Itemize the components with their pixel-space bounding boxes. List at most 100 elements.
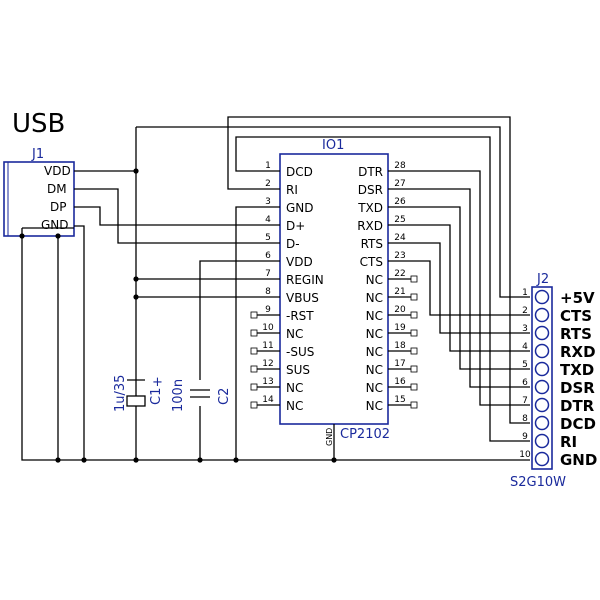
j2-part: S2G10W bbox=[510, 475, 566, 490]
j2-signal-label: RI bbox=[560, 433, 577, 451]
chip-pin-name: D+ bbox=[286, 219, 305, 233]
j2-pin-circle bbox=[534, 361, 550, 377]
j2-pin-number: 6 bbox=[522, 378, 528, 388]
chip-pin-number: 22 bbox=[394, 269, 405, 279]
nc-marker bbox=[410, 329, 418, 337]
chip-pin-name: DTR bbox=[358, 165, 383, 179]
chip-pin-number: 2 bbox=[265, 179, 271, 189]
chip-pin-name: NC bbox=[286, 327, 303, 341]
chip-pin-number: 1 bbox=[265, 161, 271, 171]
chip-pin-number: 17 bbox=[394, 359, 405, 369]
j2-signal-label: +5V bbox=[560, 289, 595, 307]
j2-pin-circle bbox=[534, 343, 550, 359]
chip-pin-name: RXD bbox=[357, 219, 383, 233]
j2-pin-number: 5 bbox=[522, 360, 528, 370]
j2-ref: J2 bbox=[536, 272, 549, 287]
chip-pin-number: 11 bbox=[262, 341, 273, 351]
chip-pin-number: 8 bbox=[265, 287, 271, 297]
j1-pin-dm: DM bbox=[47, 182, 67, 196]
wire-j1-gnd-drop bbox=[74, 225, 85, 460]
capacitor-c1: 1u/35 C1 + bbox=[113, 375, 164, 412]
wire-dm bbox=[74, 188, 280, 244]
j2-pin-number: 9 bbox=[522, 432, 528, 442]
capacitor-c2: 100n C2 bbox=[171, 379, 232, 412]
j2-pin-circle bbox=[534, 379, 550, 395]
chip-pin-name: REGIN bbox=[286, 273, 324, 287]
chip-pin-name: NC bbox=[366, 309, 383, 323]
chip-pin-name: NC bbox=[366, 363, 383, 377]
j2-pin-circle bbox=[534, 397, 550, 413]
j1-body bbox=[3, 161, 75, 237]
nc-marker bbox=[250, 347, 258, 355]
junction-dot bbox=[133, 294, 139, 300]
chip-pin-name: VBUS bbox=[286, 291, 319, 305]
wire-dp bbox=[74, 206, 280, 226]
junction-dot bbox=[133, 168, 139, 174]
junction-dot bbox=[133, 276, 139, 282]
j2-pin-circle bbox=[534, 289, 550, 305]
chip-pin-number: 18 bbox=[394, 341, 406, 351]
nc-marker bbox=[250, 383, 258, 391]
j2-signal-label: CTS bbox=[560, 307, 592, 325]
chip-pin-name: NC bbox=[366, 273, 383, 287]
nc-marker bbox=[250, 401, 258, 409]
chip-pin-name: D- bbox=[286, 237, 300, 251]
chip-pin-name: CTS bbox=[360, 255, 383, 269]
j2-pin-number: 3 bbox=[522, 324, 528, 334]
chip-pin-number: 9 bbox=[265, 305, 271, 315]
chip-pin-number: 16 bbox=[394, 377, 406, 387]
chip-pin-name: -SUS bbox=[286, 345, 314, 359]
chip-pin-name: RI bbox=[286, 183, 298, 197]
j2-signal-label: GND bbox=[560, 451, 597, 469]
j1-pin-gnd: GND bbox=[41, 218, 69, 232]
wires bbox=[21, 116, 530, 461]
nc-marker bbox=[410, 401, 418, 409]
chip-pin-number: 7 bbox=[265, 269, 271, 279]
chip-body bbox=[279, 153, 389, 425]
c2-value: 100n bbox=[171, 379, 186, 412]
chip-pin-name: DSR bbox=[358, 183, 383, 197]
wire-ri bbox=[227, 116, 530, 424]
chip-pin-name: NC bbox=[286, 399, 303, 413]
j2-pin-number: 1 bbox=[522, 288, 528, 298]
j2-pin-circle bbox=[534, 307, 550, 323]
j2-pin-circle bbox=[534, 433, 550, 449]
junction-dot bbox=[133, 457, 139, 463]
chip-pin-number: 15 bbox=[394, 395, 405, 405]
usb-connector-j1: J1 VDD DM DP GND bbox=[3, 147, 75, 237]
chip-pin-name: GND bbox=[286, 201, 314, 215]
chip-pin-number: 21 bbox=[394, 287, 405, 297]
c1-plate-bottom bbox=[126, 395, 146, 407]
wire-vdd-c2 bbox=[199, 260, 280, 380]
j2-pin-number: 7 bbox=[522, 396, 528, 406]
wire-rxd bbox=[388, 224, 530, 352]
chip-gnd-label: GND bbox=[325, 428, 334, 446]
j2-pin-number: 2 bbox=[522, 306, 528, 316]
wire-cts bbox=[388, 260, 530, 316]
chip-ref: IO1 bbox=[322, 138, 344, 153]
nc-marker bbox=[250, 329, 258, 337]
chip-pin-number: 14 bbox=[262, 395, 274, 405]
chip-pin-number: 25 bbox=[394, 215, 405, 225]
junction-dot bbox=[19, 233, 25, 239]
chip-pin-name: VDD bbox=[286, 255, 313, 269]
wire-dtr bbox=[388, 170, 530, 406]
chip-pin-number: 27 bbox=[394, 179, 405, 189]
chip-pin-name: NC bbox=[366, 381, 383, 395]
j2-signal-label: RXD bbox=[560, 343, 596, 361]
j2-signal-label: DSR bbox=[560, 379, 595, 397]
wire-dcd bbox=[235, 136, 530, 442]
chip-pin-name: TXD bbox=[357, 201, 383, 215]
c1-polarity: + bbox=[152, 375, 163, 390]
c1-ref: C1 bbox=[149, 388, 164, 405]
j1-ref: J1 bbox=[31, 147, 44, 162]
junctions bbox=[19, 168, 337, 463]
chip-pin-number: 24 bbox=[394, 233, 406, 243]
chip-pin-number: 13 bbox=[262, 377, 273, 387]
j2-signal-label: RTS bbox=[560, 325, 592, 343]
